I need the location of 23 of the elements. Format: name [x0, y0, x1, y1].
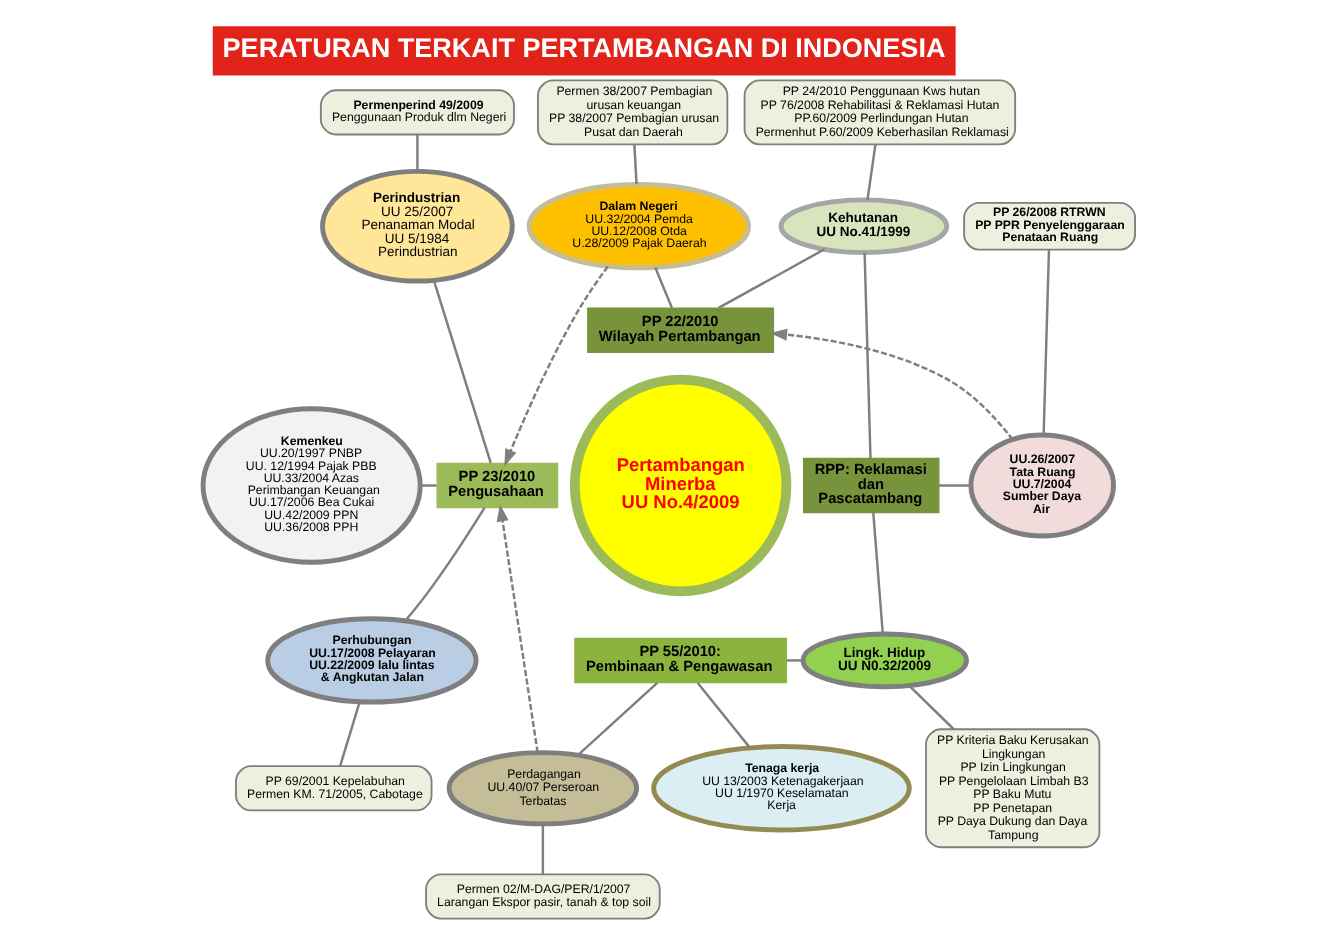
connector: [872, 512, 884, 634]
connector: [908, 684, 955, 730]
arrow: [496, 504, 539, 753]
node-circle: Pertambangan Minerba UU No.4/2009: [569, 374, 792, 597]
connector: [338, 701, 361, 767]
connector: [416, 134, 419, 172]
diagram-title: PERATURAN TERKAIT PERTAMBANGAN DI INDONESIA: [222, 32, 946, 63]
connector: [786, 659, 803, 662]
connector: [577, 681, 659, 757]
arrow: [769, 328, 1014, 441]
connector: [432, 280, 492, 464]
connector: [541, 824, 545, 875]
connector: [863, 252, 872, 459]
connector: [420, 484, 437, 487]
connector: [718, 248, 826, 309]
connector: [1042, 249, 1051, 435]
connector: [633, 144, 638, 185]
connector: [654, 267, 674, 309]
connector: [404, 507, 486, 622]
connector: [696, 682, 751, 749]
connector: [866, 144, 877, 201]
connector: [939, 484, 971, 487]
arrow: [504, 265, 609, 467]
